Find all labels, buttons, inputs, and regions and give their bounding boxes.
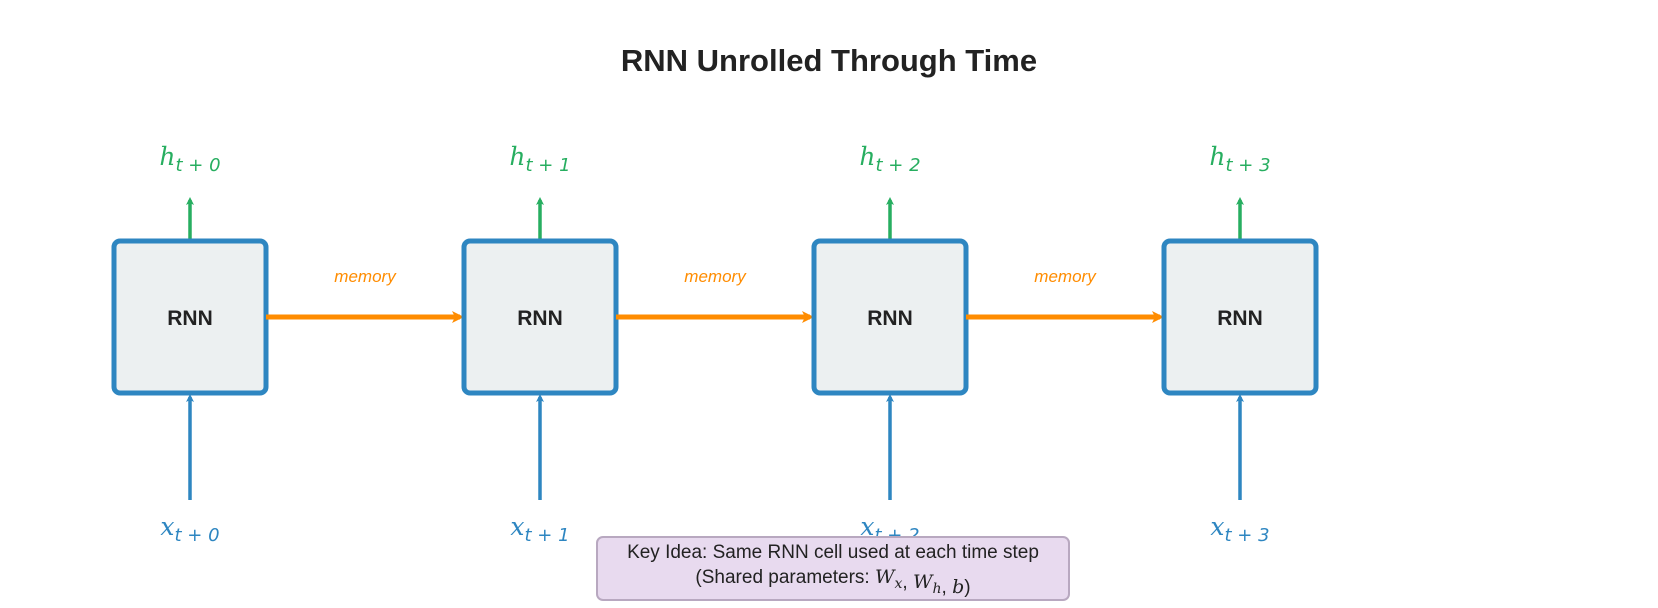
input-subscript: t + 1 (525, 525, 570, 546)
param-separator-0: , (902, 572, 913, 593)
output-label-1: ht + 1 (509, 142, 570, 176)
memory-label-1: memory (684, 267, 747, 286)
input-label-3: xt + 3 (1210, 512, 1269, 546)
key-idea-box: Key Idea: Same RNN cell used at each tim… (596, 536, 1070, 601)
memory-label-0: memory (334, 267, 397, 286)
param-separator-1: , (942, 577, 953, 598)
input-var: x (510, 512, 524, 541)
output-var: h (1209, 142, 1225, 171)
output-label-2: ht + 2 (859, 142, 920, 176)
rnn-cell-label-1: RNN (517, 307, 563, 330)
param-sub-0: x (894, 576, 902, 592)
param-var-0: W (875, 566, 896, 588)
param-var-1: W (913, 571, 934, 593)
output-subscript: t + 3 (1226, 155, 1271, 176)
key-idea-prefix: (Shared parameters: (695, 567, 875, 588)
rnn-cell-label-3: RNN (1217, 307, 1263, 330)
output-var: h (509, 142, 525, 171)
output-subscript: t + 2 (876, 155, 921, 176)
param-sub-1: h (932, 581, 941, 597)
input-label-0: xt + 0 (160, 512, 219, 546)
input-var: x (860, 512, 874, 541)
input-label-1: xt + 1 (510, 512, 569, 546)
rnn-cell-3 (1161, 238, 1319, 396)
output-var: h (859, 142, 875, 171)
rnn-cell-label-2: RNN (867, 307, 913, 330)
diagram-title: RNN Unrolled Through Time (621, 43, 1037, 78)
key-idea-background (596, 536, 1070, 601)
input-var: x (160, 512, 174, 541)
key-idea-line1: Key Idea: Same RNN cell used at each tim… (627, 542, 1039, 563)
rnn-cell-label-0: RNN (167, 307, 213, 330)
output-label-3: ht + 3 (1209, 142, 1270, 176)
input-subscript: t + 3 (1225, 525, 1270, 546)
output-subscript: t + 1 (526, 155, 571, 176)
key-idea-suffix: ) (964, 577, 970, 598)
memory-label-2: memory (1034, 267, 1097, 286)
input-var: x (1210, 512, 1224, 541)
output-subscript: t + 0 (176, 155, 221, 176)
param-var-2: b (952, 576, 964, 598)
input-subscript: t + 0 (175, 525, 220, 546)
key-idea-line2: (Shared parameters: Wx, Wh, b) (695, 566, 970, 598)
output-var: h (159, 142, 175, 171)
output-label-0: ht + 0 (159, 142, 220, 176)
